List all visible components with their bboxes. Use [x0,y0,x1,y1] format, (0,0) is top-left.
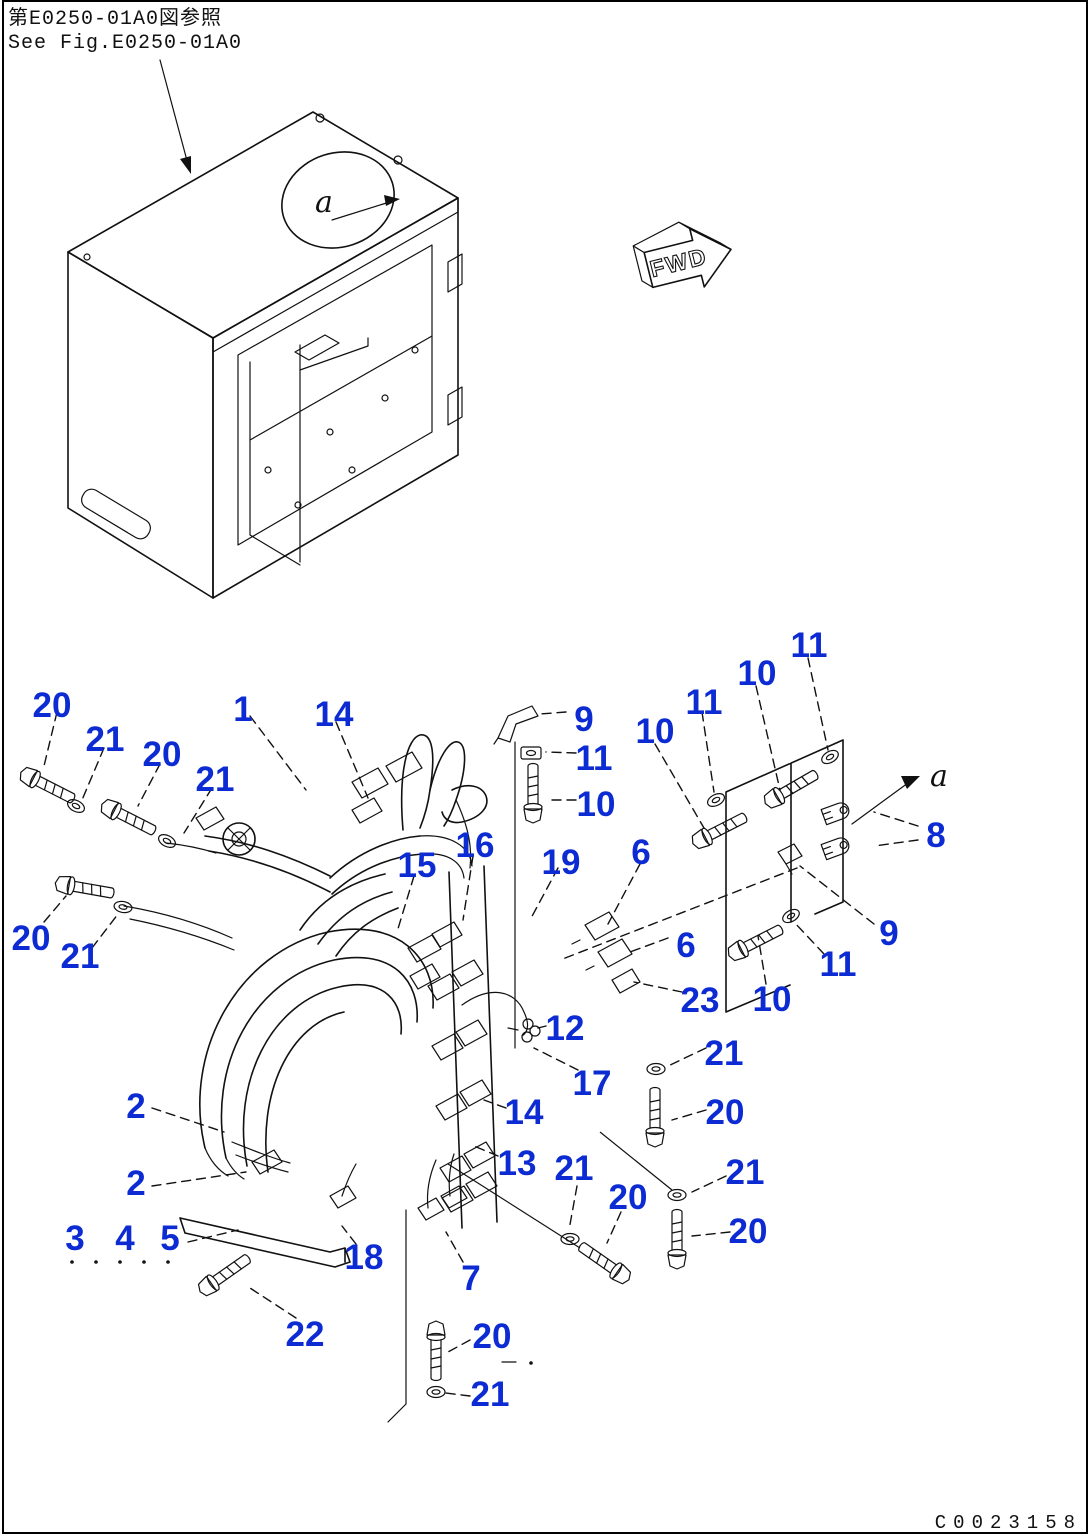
callout-10: 10 [738,654,777,693]
reference-leader-arrow [159,59,190,169]
bolt-20 [97,795,160,840]
callout-13: 13 [498,1144,537,1183]
cable-clamp-8b [820,835,852,861]
callout-21: 21 [705,1034,744,1073]
bracket-plate [725,739,852,1013]
washer-21 [667,1188,687,1202]
washer-21 [560,1232,580,1246]
callout-7: 7 [461,1259,480,1298]
callout-2: 2 [126,1087,145,1126]
callout-15: 15 [398,846,437,885]
washer-21 [64,796,88,816]
view-arrowhead-top [384,195,400,206]
callout-20: 20 [729,1212,768,1251]
callout-21: 21 [471,1375,510,1414]
callout-20: 20 [33,686,72,725]
washer-11 [704,790,728,810]
callout-8: 8 [926,816,945,855]
reference-arrowhead [180,156,191,174]
callout-10: 10 [577,785,616,824]
callout-5: 5 [160,1219,179,1258]
washer-21 [155,831,179,851]
bolt-20 [645,1086,665,1148]
view-label-cabinet-top: a [315,185,333,220]
callout-10: 10 [636,712,675,751]
callout-3: 3 [65,1219,84,1258]
callout-19: 19 [542,843,581,882]
callout-14: 14 [505,1093,544,1132]
callout-9: 9 [879,914,898,953]
callout-11: 11 [576,739,613,778]
view-label-bracket-right: a [930,759,948,794]
bolt-10 [523,762,543,824]
hinge-tabs [447,253,463,426]
bolt-20 [53,873,117,903]
mounting-bar [179,1217,351,1268]
callout-20: 20 [609,1178,648,1217]
washer-11 [818,747,842,767]
callout-12: 12 [546,1009,585,1048]
part-2-area [231,1141,291,1175]
callout-18: 18 [345,1238,384,1277]
reference-text-en: See Fig.E0250-01A0 [8,32,242,55]
callout-20: 20 [143,735,182,774]
callout-4: 4 [115,1219,135,1258]
view-arrow-top [331,199,397,221]
washer-21 [646,1062,666,1076]
callout-14: 14 [315,695,354,734]
leader-lines [43,657,919,1397]
callout-11: 11 [791,626,828,665]
bolt-20 [574,1237,635,1288]
reference-text-jp: 第E0250-01A0図参照 [8,6,222,31]
callout-9: 9 [574,700,593,739]
clip-9-top [493,705,539,745]
nut-11 [520,746,542,760]
connectors-6-23 [571,911,641,994]
cable-clamp-8a [820,800,852,826]
callout-21: 21 [726,1153,765,1192]
connector-18 [329,1163,357,1209]
callout-21: 21 [86,720,125,759]
clip-9-right [777,843,803,875]
callout-23: 23 [681,981,720,1020]
callout-6: 6 [676,926,695,965]
bolt-10 [724,920,787,965]
top-hole-circle [281,151,395,249]
cabinet-drawing: a [67,111,463,599]
callout-1: 1 [233,690,252,729]
fwd-arrow: FWD [632,221,732,289]
callout-20: 20 [12,919,51,958]
harness-drawing [123,705,673,1423]
callout-21: 21 [196,760,235,799]
callout-20: 20 [706,1093,745,1132]
bolt-10 [688,808,751,853]
callout-16: 16 [456,826,495,865]
callout-11: 11 [686,683,723,722]
callout-6: 6 [631,833,650,872]
part-code: C0023158 [935,1512,1082,1534]
handle-slot [81,488,151,540]
callout-17: 17 [573,1064,612,1103]
bolt-20 [426,1320,446,1382]
callout-21: 21 [61,937,100,976]
view-arrow-right: a [851,759,948,825]
callout-2: 2 [126,1164,145,1203]
bolt-20 [667,1208,687,1270]
reference-note: 第E0250-01A0図参照 See Fig.E0250-01A0 [8,6,242,174]
callout-11: 11 [820,945,857,984]
callout-21: 21 [555,1149,594,1188]
washer-21 [426,1385,446,1399]
bolt-22 [194,1249,255,1300]
callout-10: 10 [753,980,792,1019]
callout-20: 20 [473,1317,512,1356]
callout-22: 22 [286,1315,325,1354]
connector-7 [417,1153,468,1221]
